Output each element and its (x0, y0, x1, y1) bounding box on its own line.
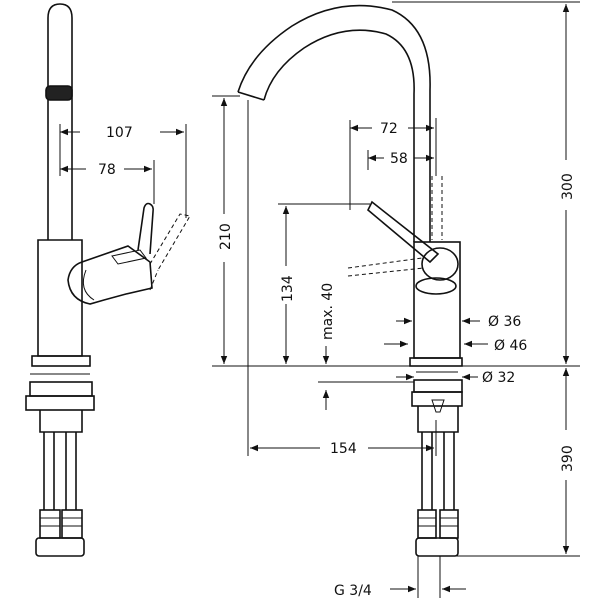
side-lever-open-dashed (149, 213, 191, 271)
side-hose-fitting-2 (61, 509, 83, 539)
front-view: 72 58 210 134 max. 40 300 Ø 36 Ø 46 (212, 1, 580, 599)
side-lever (137, 202, 154, 255)
side-base-ring (31, 355, 91, 367)
front-lever-hub (421, 247, 459, 281)
dim-300: 300 (560, 173, 576, 200)
dim-dia-36: Ø 36 (488, 314, 521, 330)
side-hoses (43, 432, 77, 510)
front-hoses (421, 432, 455, 510)
side-shank (39, 410, 83, 433)
dim-dia-46: Ø 46 (494, 338, 527, 354)
front-body (413, 241, 461, 359)
front-lever-open-dashed (347, 257, 423, 269)
front-lever (367, 200, 440, 264)
front-hose-fitting-1 (417, 509, 437, 539)
dim-dia-32: Ø 32 (482, 370, 515, 386)
side-mount-plate (29, 381, 93, 397)
front-hose-nut (415, 537, 459, 557)
dim-154: 154 (330, 441, 357, 457)
front-spout-inner (263, 29, 415, 242)
side-spout-pipe (47, 3, 73, 240)
dim-107: 107 (106, 125, 133, 141)
side-hose-nut (35, 537, 85, 557)
dim-max-40: max. 40 (320, 283, 336, 340)
front-mount-plate (413, 379, 463, 393)
dim-390: 390 (560, 445, 576, 472)
front-base-ring (409, 357, 463, 367)
dim-72: 72 (380, 121, 398, 137)
front-spout-outlet (237, 91, 265, 101)
dim-58: 58 (390, 151, 408, 167)
dim-78: 78 (98, 162, 116, 178)
side-lever-housing (67, 245, 153, 305)
front-spout-outer (237, 4, 431, 242)
front-hose-fitting-2 (439, 509, 459, 539)
dim-210: 210 (218, 223, 234, 250)
side-view: 107 78 (25, 3, 191, 557)
dim-thread-g34: G 3/4 (334, 583, 372, 599)
front-shank (417, 406, 459, 433)
side-aerator (45, 85, 73, 101)
dim-134: 134 (280, 275, 296, 302)
side-hose-fitting-1 (39, 509, 61, 539)
